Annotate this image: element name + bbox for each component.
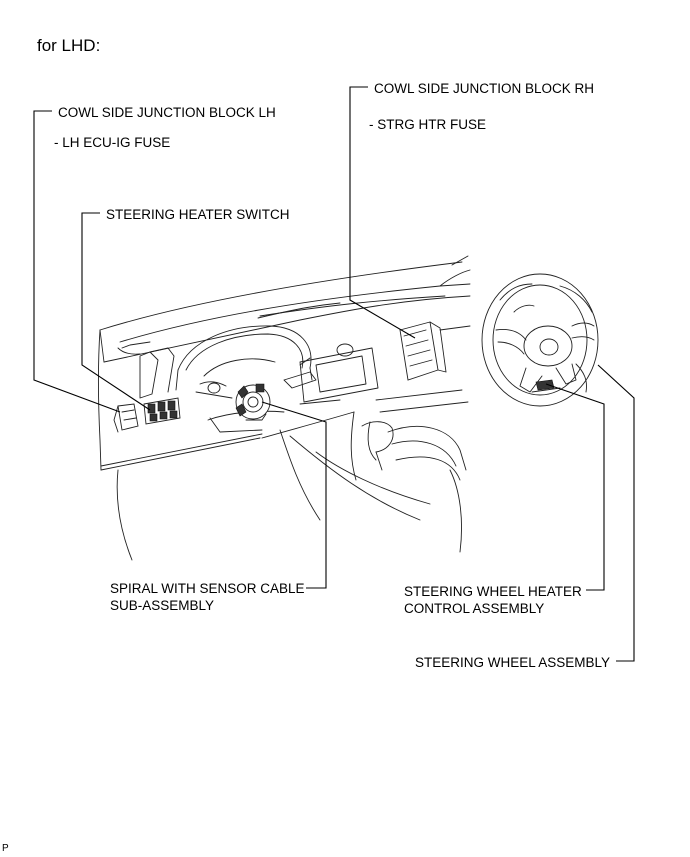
- label-steering-heater-switch: STEERING HEATER SWITCH: [106, 207, 290, 222]
- steering-wheel-drawing: [481, 273, 599, 407]
- leader-heater-switch: [81, 212, 151, 411]
- leader-cowl-rh: [349, 86, 416, 339]
- label-spiral-cable-line1: SPIRAL WITH SENSOR CABLE: [110, 581, 305, 596]
- label-cowl-side-junction-block-rh: COWL SIDE JUNCTION BLOCK RH: [374, 81, 595, 96]
- leader-spiral-cable: [261, 401, 327, 589]
- label-spiral-cable-line2: SUB-ASSEMBLY: [110, 598, 215, 613]
- leader-lines: [33, 86, 635, 662]
- label-strg-htr-fuse: - STRG HTR FUSE: [369, 117, 486, 132]
- label-cowl-side-junction-block-lh: COWL SIDE JUNCTION BLOCK LH: [58, 105, 276, 120]
- leader-wheel-assembly: [597, 364, 635, 662]
- dashboard-drawing: [98, 255, 471, 561]
- leader-cowl-lh: [33, 110, 121, 413]
- label-steering-wheel-assembly: STEERING WHEEL ASSEMBLY: [415, 655, 611, 670]
- label-wheel-heater-control-line2: CONTROL ASSEMBLY: [404, 601, 545, 616]
- label-wheel-heater-control-line1: STEERING WHEEL HEATER: [404, 584, 582, 599]
- leader-wheel-heater: [545, 383, 605, 591]
- label-lh-ecu-ig-fuse: - LH ECU-IG FUSE: [54, 135, 171, 150]
- corner-mark: P: [2, 843, 9, 854]
- diagram-heading: for LHD:: [37, 36, 101, 55]
